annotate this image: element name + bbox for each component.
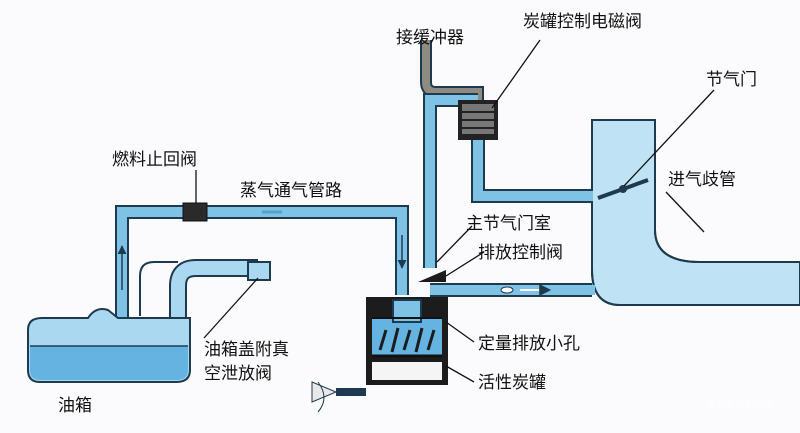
label-cap-valve-line1: 油箱盖附真 — [204, 340, 289, 360]
watermark: 懂车帝·汽车百科 — [706, 401, 772, 411]
check-valve — [182, 202, 208, 222]
label-check-valve: 燃料止回阀 — [112, 150, 197, 170]
label-tank: 油箱 — [58, 396, 92, 416]
fuel-tank — [27, 308, 191, 383]
label-metering-orifice: 定量排放小孔 — [478, 334, 580, 354]
label-canister: 活性炭罐 — [478, 373, 546, 393]
label-cap-valve-line2: 空泄放阀 — [204, 364, 272, 384]
throttle-plate — [597, 178, 649, 200]
solenoid-valve — [458, 100, 498, 140]
purge-valve — [418, 270, 446, 282]
label-throttle-chamber: 主节气门室 — [466, 214, 551, 234]
label-canister-solenoid: 炭罐控制电磁阀 — [523, 12, 642, 32]
leader-lines — [195, 39, 715, 383]
fresh-air-inlet — [311, 381, 366, 413]
buffer-pipe — [420, 40, 484, 108]
intake-manifold — [591, 119, 800, 306]
purge-line — [430, 283, 595, 297]
label-throttle: 节气门 — [706, 70, 757, 90]
label-vapor-line: 蒸气通气管路 — [240, 181, 342, 201]
filler-neck — [139, 259, 271, 330]
charcoal-canister — [366, 297, 448, 385]
label-purge-valve: 排放控制阀 — [478, 243, 563, 263]
vapor-line — [115, 205, 409, 320]
label-intake-manifold: 进气歧管 — [668, 170, 736, 190]
label-buffer: 接缓冲器 — [396, 28, 464, 48]
